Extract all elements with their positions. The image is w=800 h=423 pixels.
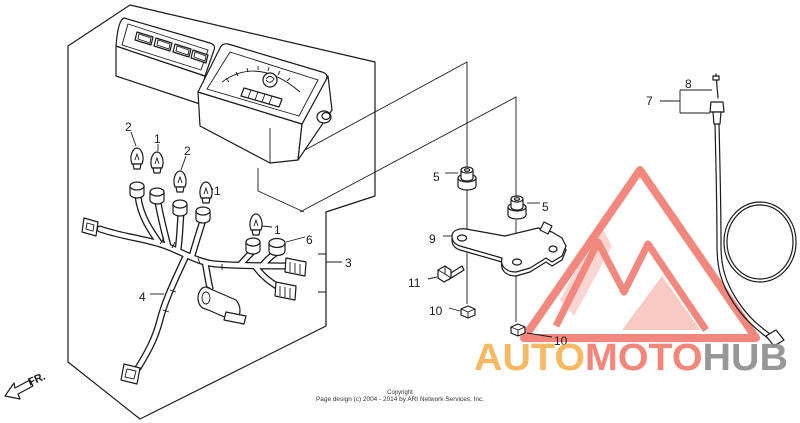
callout-labels: 2 1 2 1 1 6 3 4 5 5 9 11 10 10 7 8: [125, 77, 692, 348]
odometer-window: [240, 87, 283, 108]
indicator-window-2: [153, 37, 173, 52]
callout-5-grommet: 5: [433, 170, 440, 184]
callout-3-meter-assembly: 3: [345, 256, 352, 270]
callout-1-bulb: 1: [214, 184, 221, 198]
callout-4-wire-harness: 4: [139, 290, 146, 304]
copyright-footer: Copyright Page design (c) 2004 - 2014 by…: [316, 390, 484, 403]
bulb-socket-2: [149, 187, 165, 205]
bulb-socket-4: [195, 206, 211, 224]
callout-9-bracket: 9: [429, 232, 436, 246]
callout-7-cable: 7: [646, 94, 653, 108]
watermark-logo-inner-triangle: [622, 276, 700, 330]
bulb-sockets: [129, 181, 286, 257]
cable-top-nut: [709, 101, 725, 113]
bulb-icon: [249, 213, 263, 236]
watermark-logo-outer-triangle: [520, 166, 760, 342]
speedometer-dial: [221, 66, 301, 108]
callout-1-bulb: 1: [274, 223, 281, 237]
watermark-logo: [520, 166, 760, 342]
page-design-credit: Page design (c) 2004 - 2014 by ARI Netwo…: [316, 397, 484, 403]
callout-leaders: [130, 89, 712, 338]
grommet-right: [507, 195, 527, 220]
bulbs: [130, 147, 263, 236]
callout-6-socket: 6: [306, 233, 313, 247]
bulb-icon: [199, 181, 213, 204]
bulb-icon: [150, 151, 164, 174]
bulb-socket-1: [129, 181, 145, 199]
grommet-left: [457, 166, 477, 191]
nut-right: [510, 323, 526, 337]
bulb-icon: [173, 170, 187, 193]
indicator-window-4: [190, 49, 209, 64]
trip-reset-knob: [316, 110, 332, 124]
front-direction-label: FR.: [26, 371, 47, 389]
copyright-label: Copyright: [387, 390, 413, 396]
watermark-logo-m-shape: [552, 238, 709, 332]
watermark-auto: AUTO: [474, 337, 585, 379]
harness-connector-right-lower: [274, 281, 297, 301]
bulb-socket-3: [172, 199, 188, 217]
speedometer-housing: [197, 43, 333, 164]
gauge-center-icon: [262, 72, 278, 88]
callout-1-bulb: 1: [154, 132, 161, 146]
assembly-group-outline: [67, 4, 376, 420]
relay-unit: [197, 286, 247, 325]
front-direction-arrow-icon: [4, 379, 34, 400]
callout-10-nut: 10: [429, 304, 443, 318]
bulb-icon: [130, 147, 144, 170]
meter-bracket: [451, 221, 567, 277]
callout-2-bulb: 2: [125, 120, 132, 134]
mounting-bolt: [437, 265, 465, 283]
front-direction-indicator: FR.: [4, 371, 47, 400]
nut-left: [460, 305, 476, 319]
harness-connector-bottom: [120, 363, 141, 385]
bulb-socket-5: [245, 237, 261, 255]
watermark-hub: HUB: [703, 337, 788, 379]
socket-cap: [268, 237, 286, 257]
wire-harness: [81, 192, 307, 385]
speedometer-cable: [709, 73, 797, 347]
indicator-window-3: [172, 43, 192, 58]
meter-unit: [115, 17, 333, 164]
assembly-leader-lines: [257, 61, 517, 322]
watermark-logo-left-band: [560, 224, 612, 316]
cable-coil: [723, 201, 797, 283]
watermark-moto: MOTO: [585, 337, 703, 379]
callout-10-nut: 10: [554, 334, 568, 348]
indicator-window-1: [134, 31, 154, 46]
callout-8-inner-cable: 8: [685, 77, 692, 91]
callout-11-bolt: 11: [408, 276, 421, 290]
cable-end-fitting: [765, 329, 785, 347]
harness-connector-left: [81, 217, 99, 237]
harness-connector-right-upper: [284, 257, 307, 277]
callout-2-bulb: 2: [184, 144, 191, 158]
callout-5-grommet: 5: [542, 200, 549, 214]
